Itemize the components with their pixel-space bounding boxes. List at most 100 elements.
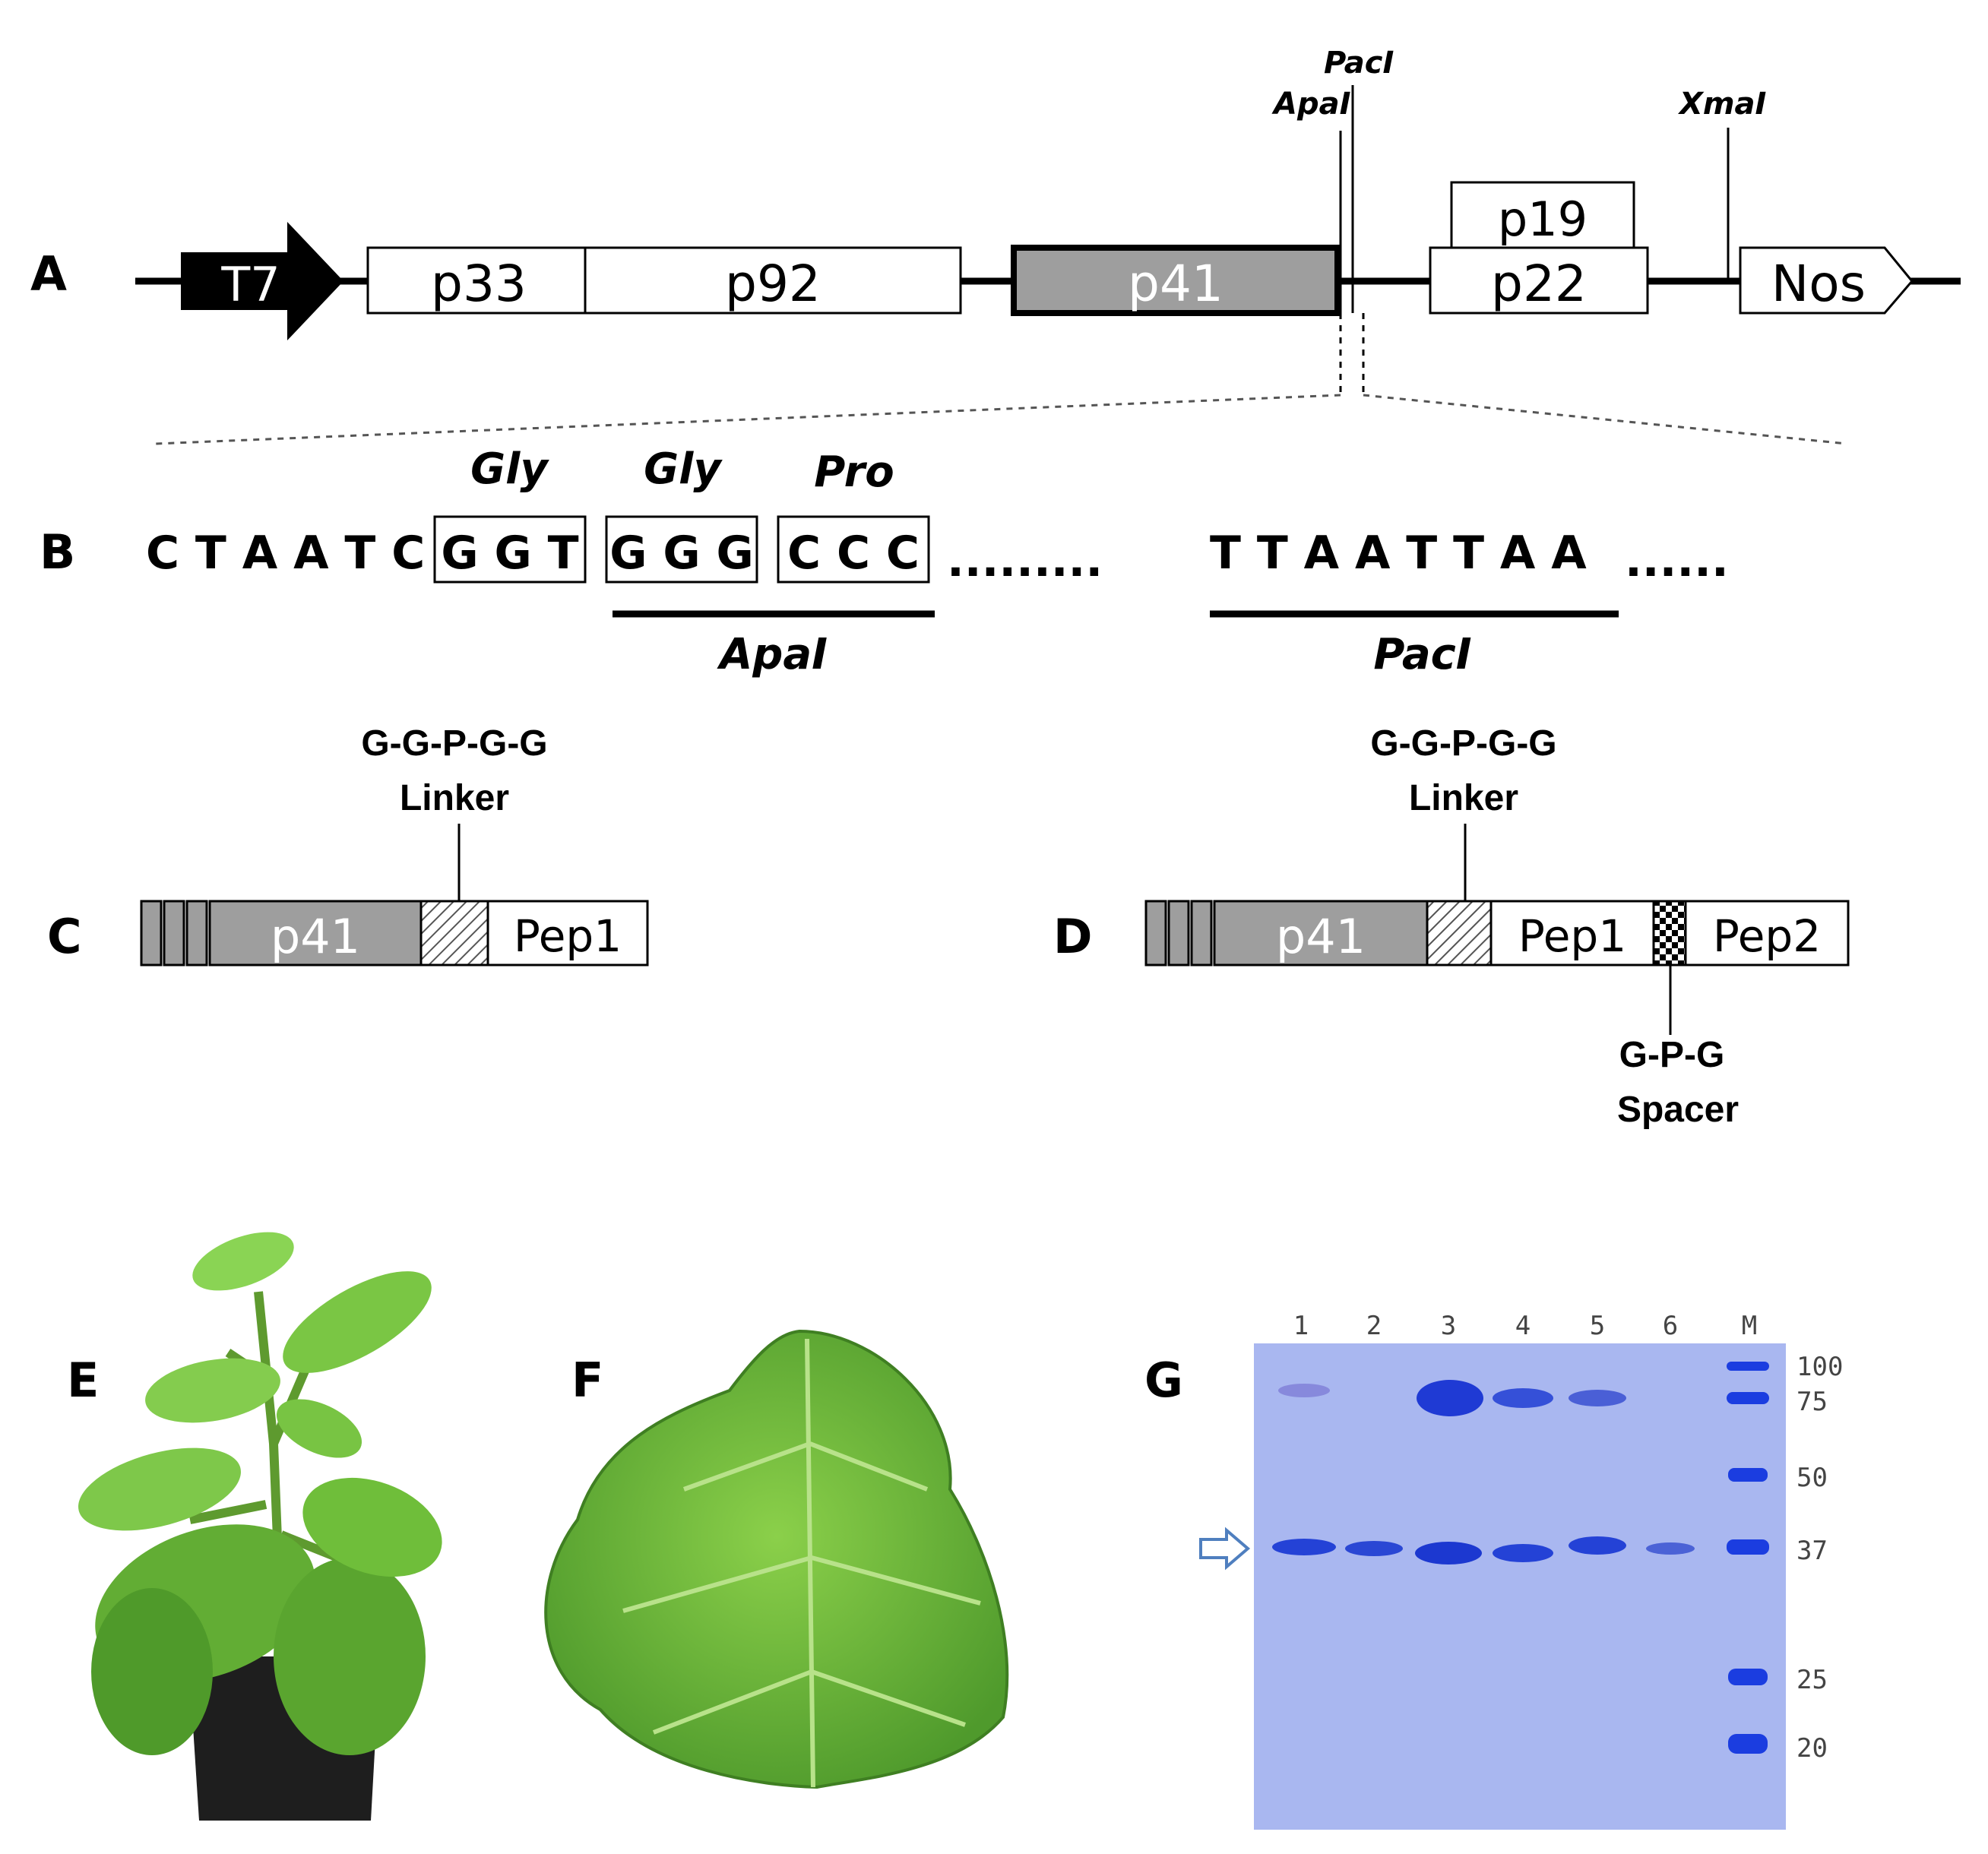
- leaf-veins: [622, 1338, 981, 1788]
- spacer-d-box: [1652, 900, 1687, 967]
- xmai-site-label: XmaI: [1677, 87, 1767, 122]
- plant-photo: [78, 1232, 442, 1821]
- linker-c-seq: G-G-P-G-G: [361, 723, 547, 764]
- gel-band: [1569, 1536, 1626, 1555]
- sequence-gap-2: ......: [1625, 534, 1729, 587]
- pep1-d-label: Pep1: [1518, 910, 1626, 962]
- panel-label-g: G: [1144, 1353, 1183, 1408]
- linker-d-word: Linker: [1409, 778, 1518, 818]
- codon-2-seq: G G G: [609, 527, 754, 580]
- lane-label-2: 2: [1366, 1311, 1382, 1341]
- mw-label-37: 37: [1796, 1536, 1828, 1566]
- marker-band-100: [1727, 1362, 1769, 1371]
- linker-c-box: [419, 900, 489, 967]
- panel-label-f: F: [571, 1353, 603, 1408]
- tag-stripe-c-3: [185, 900, 208, 967]
- tag-stripe-c-2: [163, 900, 185, 967]
- lane-label-4: 4: [1515, 1311, 1531, 1341]
- pep1-c-label: Pep1: [514, 910, 622, 962]
- panel-e: E: [67, 1232, 442, 1821]
- panel-label-e: E: [67, 1353, 99, 1408]
- gene-p19: p19: [1450, 181, 1635, 249]
- zoom-line-right: [1363, 394, 1847, 445]
- mw-label-20: 20: [1796, 1733, 1828, 1764]
- pep2-d-box: [1684, 900, 1850, 967]
- gel-band: [1417, 1380, 1483, 1416]
- codon-2: Gly G G G: [605, 445, 758, 584]
- marker-band-25: [1728, 1669, 1768, 1685]
- p41-label: p41: [1128, 255, 1224, 313]
- plant-leaf: [274, 1558, 426, 1755]
- mw-label-50: 50: [1796, 1463, 1828, 1493]
- p33-label: p33: [431, 255, 527, 313]
- plant-stems: [188, 1291, 359, 1672]
- tag-stripe-d-1: [1144, 900, 1167, 967]
- lane-label-m: M: [1742, 1311, 1757, 1341]
- lane-label-6: 6: [1663, 1311, 1678, 1341]
- codon-1-seq: G G T: [441, 527, 578, 580]
- leaf-blade: [544, 1329, 1009, 1789]
- arrow-right-outline-icon: [1199, 1527, 1251, 1571]
- plant-leaf: [91, 1588, 213, 1755]
- zoom-line-left: [155, 394, 1341, 445]
- marker-band-37: [1727, 1539, 1769, 1555]
- gel-band: [1272, 1539, 1336, 1555]
- apai-underline-label: ApaI: [717, 630, 828, 679]
- gel-band: [1345, 1541, 1403, 1556]
- gene-p33-p92: p33 p92: [366, 246, 962, 315]
- nos-label: Nos: [1771, 255, 1866, 313]
- gel-band: [1493, 1388, 1553, 1408]
- gel-band: [1415, 1542, 1482, 1565]
- apai-site-label: ApaI: [1271, 87, 1351, 122]
- gene-p22: p22: [1429, 246, 1649, 315]
- tag-stripe-d-3: [1190, 900, 1213, 967]
- gel-image: [1254, 1343, 1786, 1830]
- lane-label-3: 3: [1441, 1311, 1456, 1341]
- spacer-seq: G-P-G: [1619, 1035, 1725, 1075]
- pep1-c-box: [486, 900, 649, 967]
- lane-label-1: 1: [1293, 1311, 1309, 1341]
- gene-p41: p41: [1011, 245, 1341, 316]
- plant-leaf: [302, 1477, 442, 1577]
- panel-g: G 1 2 3 4 5 6 M 100 75 50 37 25 20: [1144, 1311, 1843, 1830]
- pep1-d-box: [1489, 900, 1655, 967]
- mw-label-75: 75: [1796, 1387, 1828, 1417]
- codon-1-box: [433, 515, 587, 584]
- sequence-prefix: C T A A T C: [146, 527, 425, 580]
- mw-label-25: 25: [1796, 1665, 1828, 1695]
- codon-2-aa: Gly: [644, 445, 723, 494]
- panel-label-d: D: [1053, 909, 1092, 964]
- plant-leaf: [78, 1447, 241, 1531]
- plant-leaf: [192, 1232, 294, 1291]
- codon-1-aa: Gly: [470, 445, 549, 494]
- spacer-word: Spacer: [1617, 1090, 1739, 1130]
- gel-band: [1493, 1544, 1553, 1562]
- marker-band-20: [1728, 1734, 1768, 1754]
- plant-leaf: [145, 1358, 280, 1423]
- codon-3-box: [777, 515, 930, 584]
- sequence-gap-1: .........: [947, 534, 1103, 587]
- panel-label-b: B: [40, 524, 75, 580]
- pep2-d-label: Pep2: [1713, 910, 1821, 962]
- p22-label: p22: [1491, 255, 1587, 313]
- linker-c-word: Linker: [400, 778, 509, 818]
- codon-3-aa: Pro: [814, 448, 894, 497]
- marker-band-75: [1727, 1392, 1769, 1404]
- codon-3-seq: C C C: [787, 527, 920, 580]
- nos-terminator: Nos: [1739, 246, 1914, 315]
- p41-c-label: p41: [271, 909, 360, 964]
- linker-d-box: [1426, 900, 1493, 967]
- plant-leaf: [283, 1271, 432, 1373]
- lane-label-5: 5: [1590, 1311, 1605, 1341]
- p92-label: p92: [725, 255, 821, 313]
- paci-site-label: PacI: [1324, 46, 1394, 81]
- panel-c: C G-G-P-G-G Linker p41 Pep1: [47, 723, 649, 967]
- panel-f: F: [544, 1329, 1009, 1789]
- panel-d: D G-G-P-G-G Linker p41 Pep1 Pep2 G-P-G S…: [1053, 723, 1850, 1130]
- marker-band-50: [1728, 1468, 1768, 1482]
- gel-band: [1278, 1384, 1330, 1397]
- codon-1: Gly G G T: [433, 445, 587, 584]
- codon-2-box: [605, 515, 758, 584]
- mw-label-100: 100: [1796, 1352, 1843, 1382]
